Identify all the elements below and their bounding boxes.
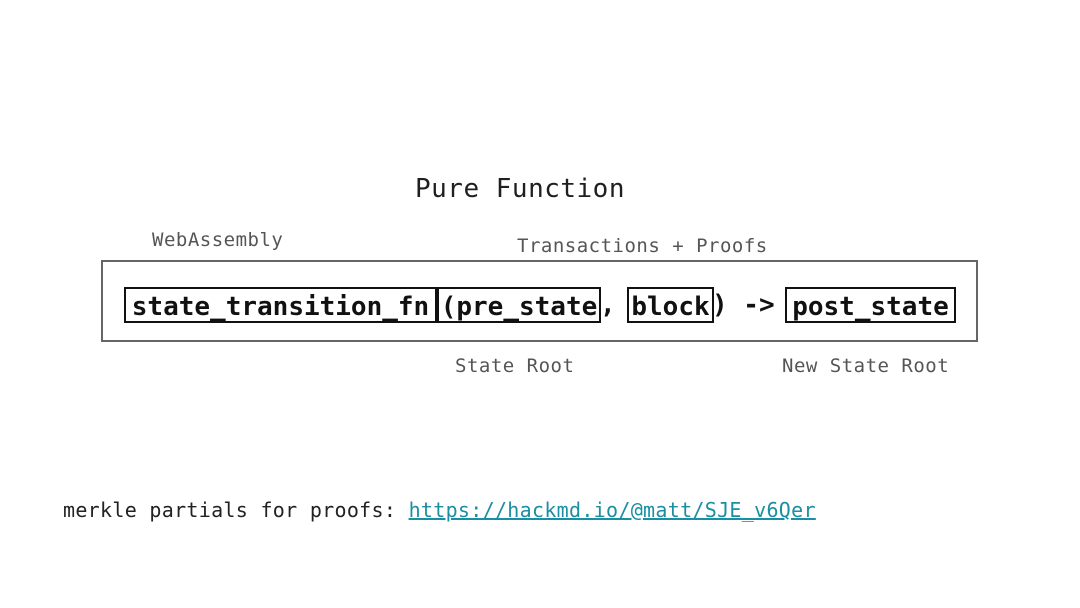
function-name-box: state_transition_fn [124,287,437,323]
footer-text: merkle partials for proofs: [63,498,409,522]
state-root-label: State Root [455,355,575,377]
block-box: block [627,287,714,323]
argument-separator: , [600,290,616,320]
hackmd-link[interactable]: https://hackmd.io/@matt/SJE_v6Qer [408,498,816,522]
new-state-root-label: New State Root [782,355,950,377]
footer-note: merkle partials for proofs: https://hack… [63,498,816,522]
slide-title: Pure Function [415,174,625,204]
webassembly-label: WebAssembly [152,229,284,251]
pre-state-box: (pre_state [437,287,601,323]
transactions-proofs-label: Transactions + Proofs [517,235,768,257]
return-arrow: ) -> [712,290,775,320]
post-state-box: post_state [785,287,956,323]
function-signature-box [101,260,978,342]
